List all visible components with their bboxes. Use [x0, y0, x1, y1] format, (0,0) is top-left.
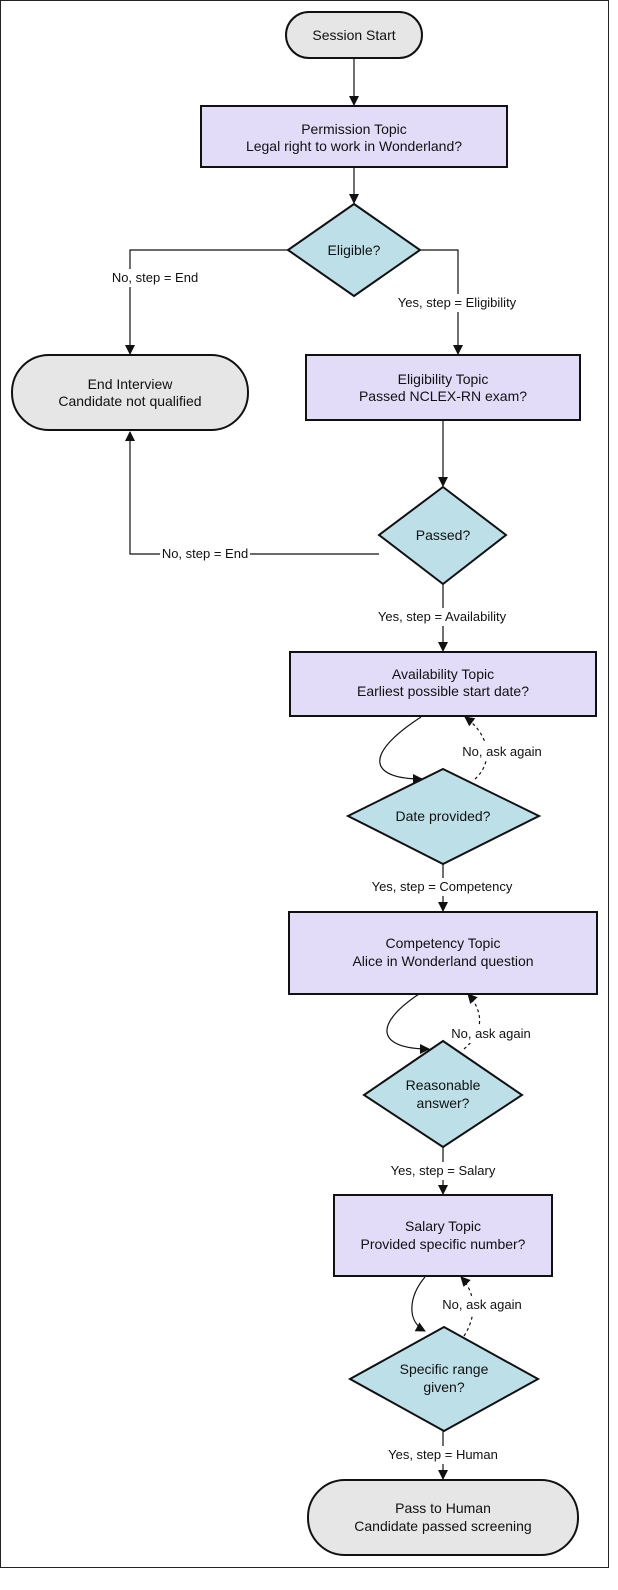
edge-label-passed-no: No, step = End — [162, 546, 248, 561]
node-eligible-decision — [286, 202, 422, 298]
node-eligibility-subtitle: Passed NCLEX-RN exam? — [359, 388, 527, 404]
flowchart: No, step = End Yes, step = Eligibility N… — [11, 11, 598, 1556]
edge-label-passed-yes: Yes, step = Availability — [378, 609, 507, 624]
node-eligibility-title: Eligibility Topic — [398, 371, 489, 387]
node-specific-range-line2: given? — [423, 1379, 464, 1395]
node-availability-subtitle: Earliest possible start date? — [357, 683, 529, 699]
node-pass-human — [307, 1479, 579, 1556]
edge-label-reasonable-yes: Yes, step = Salary — [391, 1163, 496, 1178]
node-salary-title: Salary Topic — [405, 1218, 481, 1234]
edge-label-reasonable-no: No, ask again — [451, 1026, 531, 1041]
node-session-start — [285, 11, 423, 59]
edge-label-date-yes: Yes, step = Competency — [372, 879, 513, 894]
edge-label-eligible-no: No, step = End — [112, 270, 198, 285]
node-end-interview-subtitle: Candidate not qualified — [58, 393, 201, 409]
node-passed-text: Passed? — [416, 527, 471, 543]
edge-reasonable-no — [463, 993, 481, 1050]
edge-label-eligible-yes: Yes, step = Eligibility — [398, 295, 517, 310]
node-pass-human-subtitle: Candidate passed screening — [354, 1518, 531, 1534]
edge-salary-range — [411, 1276, 426, 1332]
node-pass-human-title: Pass to Human — [395, 1500, 491, 1516]
node-competency-subtitle: Alice in Wonderland question — [352, 953, 533, 969]
edge-label-date-no: No, ask again — [462, 744, 542, 759]
node-reasonable-line1: Reasonable — [406, 1077, 481, 1093]
node-reasonable-line2: answer? — [417, 1095, 470, 1111]
edge-competency-reasonable — [386, 993, 430, 1054]
node-permission-title: Permission Topic — [301, 121, 407, 137]
node-reasonable-decision — [362, 1039, 524, 1149]
node-end-interview — [11, 354, 249, 431]
node-date-provided-text: Date provided? — [396, 808, 491, 824]
node-passed-decision — [377, 485, 508, 586]
node-permission-subtitle: Legal right to work in Wonderland? — [246, 138, 462, 154]
node-specific-range-line1: Specific range — [400, 1361, 489, 1377]
node-salary-subtitle: Provided specific number? — [361, 1236, 526, 1252]
node-availability — [289, 651, 597, 717]
diagram-frame: No, step = End Yes, step = Eligibility N… — [0, 0, 609, 1568]
edge-label-range-yes: Yes, step = Human — [388, 1447, 498, 1462]
node-eligibility — [305, 354, 581, 421]
edge-eligible-yes — [420, 249, 463, 355]
node-availability-title: Availability Topic — [392, 666, 494, 682]
edge-availability-date — [379, 716, 423, 784]
node-competency — [288, 911, 598, 995]
edge-passed-no — [125, 431, 379, 555]
node-eligible-text: Eligible? — [328, 242, 381, 258]
edge-label-range-no: No, ask again — [442, 1297, 522, 1312]
node-date-provided-decision — [345, 767, 542, 866]
node-salary — [333, 1194, 553, 1277]
node-permission — [200, 105, 508, 168]
node-specific-range-decision — [347, 1325, 541, 1433]
node-competency-title: Competency Topic — [386, 935, 501, 951]
edge-eligible-no — [125, 249, 288, 355]
node-session-start-text: Session Start — [312, 27, 395, 43]
edge-date-no — [464, 716, 488, 780]
node-end-interview-title: End Interview — [88, 376, 174, 392]
